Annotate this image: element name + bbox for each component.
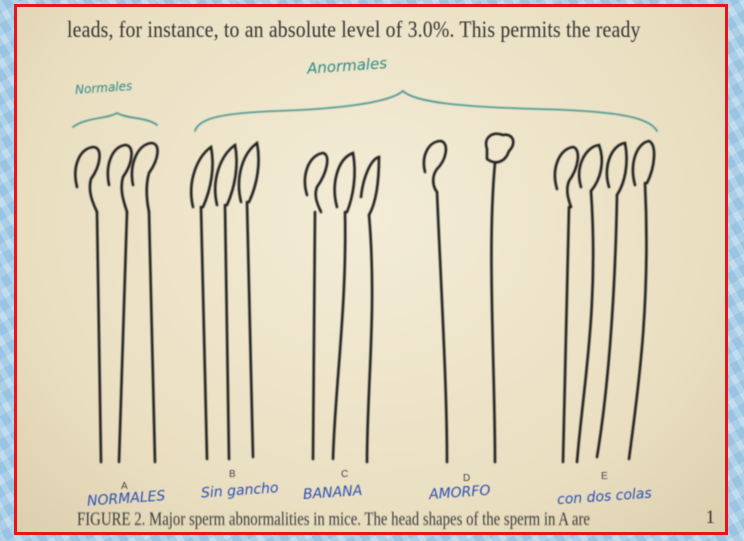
panel-c-letter: C [341, 469, 348, 480]
anormales-bracket [195, 91, 657, 131]
panel-e-drawing [555, 141, 654, 462]
panel-b-drawing [191, 143, 258, 459]
panel-a-drawing [75, 143, 157, 462]
photo-frame: leads, for instance, to an absolute leve… [14, 4, 728, 535]
panel-d-drawing [424, 134, 513, 462]
paper-page: leads, for instance, to an absolute leve… [17, 7, 725, 532]
panel-c-drawing [305, 153, 379, 462]
panel-e-letter: E [601, 471, 608, 482]
page-number: 1 [706, 507, 716, 529]
panel-b-letter: B [229, 469, 236, 480]
panel-d-letter: D [463, 473, 470, 484]
normales-bracket [73, 113, 157, 127]
figure-caption: FIGURE 2. Major sperm abnormalities in m… [77, 509, 615, 531]
